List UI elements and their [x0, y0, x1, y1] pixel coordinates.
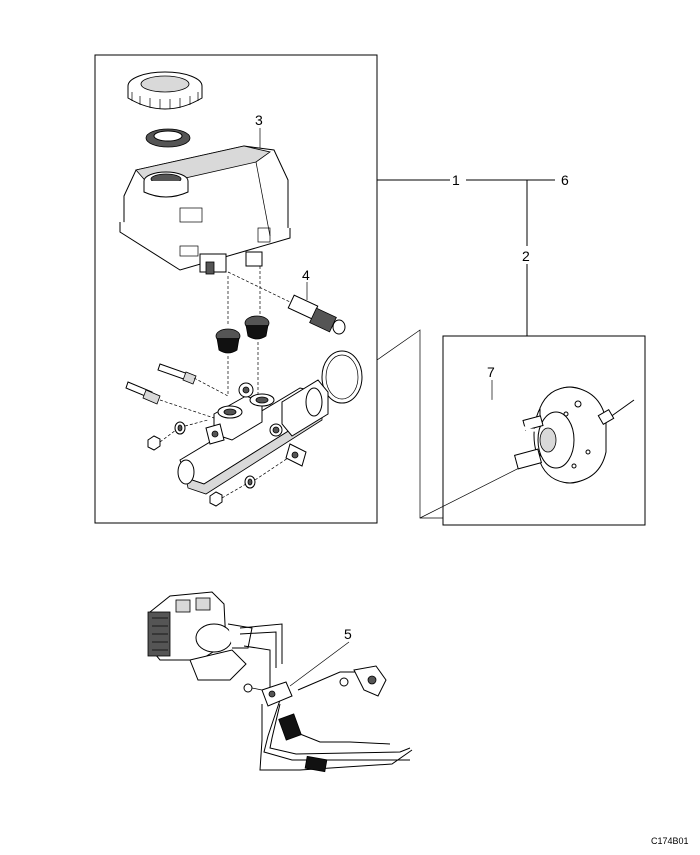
reservoir-cap-seal	[145, 128, 191, 148]
callout-5: 5	[344, 626, 352, 642]
brake-line-junction-block	[243, 681, 293, 707]
callout-4: 4	[302, 267, 310, 283]
mounting-studs	[125, 363, 229, 419]
callout-3: 3	[255, 112, 263, 128]
brake-booster	[513, 386, 635, 484]
callout-7: 7	[487, 364, 495, 380]
callout-1: 1	[452, 172, 460, 188]
vacuum-hose	[464, 399, 538, 454]
master-cylinder-body	[177, 379, 329, 495]
callout-2: 2	[522, 248, 530, 264]
fluid-level-sensor	[227, 271, 346, 335]
callout-6: 6	[561, 172, 569, 188]
booster-group-box	[442, 335, 646, 526]
master-cylinder-group-box	[94, 54, 378, 524]
brake-line-clips	[278, 713, 328, 773]
master-cylinder-o-ring	[321, 350, 363, 404]
reservoir-cap	[127, 71, 203, 110]
nuts-and-washers	[147, 419, 289, 507]
brake-line-bracket	[339, 665, 387, 697]
brake-fluid-reservoir	[119, 145, 291, 275]
reservoir-grommets	[215, 266, 270, 396]
figure-code: C174B01	[651, 836, 689, 846]
abs-modulator-unit	[147, 591, 253, 681]
